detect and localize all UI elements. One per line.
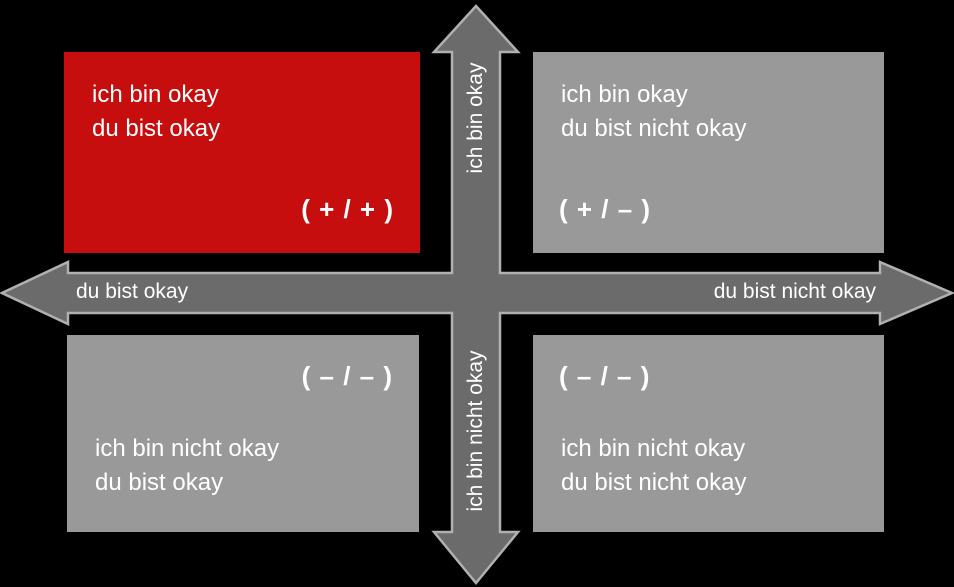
quadrant-line: ich bin okay (92, 81, 219, 108)
quadrant-top-right-sign: ( + / – ) (559, 194, 652, 224)
quadrant-top-left: ich bin okay du bist okay ( + / + ) (64, 52, 420, 253)
quadrant-line: du bist okay (92, 115, 221, 142)
quadrant-line: ich bin nicht okay (561, 435, 746, 462)
quadrant-bottom-left-sign: ( – / – ) (301, 361, 393, 391)
quadrant-line: ich bin nicht okay (95, 435, 280, 462)
double-arrow-cross-shape (0, 4, 954, 585)
quadrant-bottom-left: ( – / – ) ich bin nicht okay du bist oka… (67, 335, 419, 532)
quadrant-top-right-text: ich bin okay du bist nicht okay (561, 78, 746, 146)
quadrant-line: du bist okay (95, 469, 224, 496)
quadrant-top-right: ich bin okay du bist nicht okay ( + / – … (533, 52, 884, 253)
axis-label-vertical-top: ich bin okay (464, 62, 487, 174)
quadrant-top-left-sign: ( + / + ) (301, 194, 394, 224)
axis-label-vertical-bottom: ich bin nicht okay (464, 350, 487, 512)
quadrant-bottom-right: ( – / – ) ich bin nicht okay du bist nic… (533, 335, 884, 532)
axis-label-horizontal-left: du bist okay (76, 280, 189, 304)
quadrant-bottom-right-text: ich bin nicht okay du bist nicht okay (561, 432, 746, 500)
quadrant-line: du bist nicht okay (561, 469, 747, 496)
quadrant-line: du bist nicht okay (561, 115, 747, 142)
quadrant-bottom-right-sign: ( – / – ) (559, 361, 651, 391)
quadrant-bottom-left-text: ich bin nicht okay du bist okay (95, 432, 279, 500)
quadrant-top-left-text: ich bin okay du bist okay (92, 78, 220, 146)
axis-label-horizontal-right: du bist nicht okay (713, 280, 876, 304)
quadrant-line: ich bin okay (561, 81, 688, 108)
